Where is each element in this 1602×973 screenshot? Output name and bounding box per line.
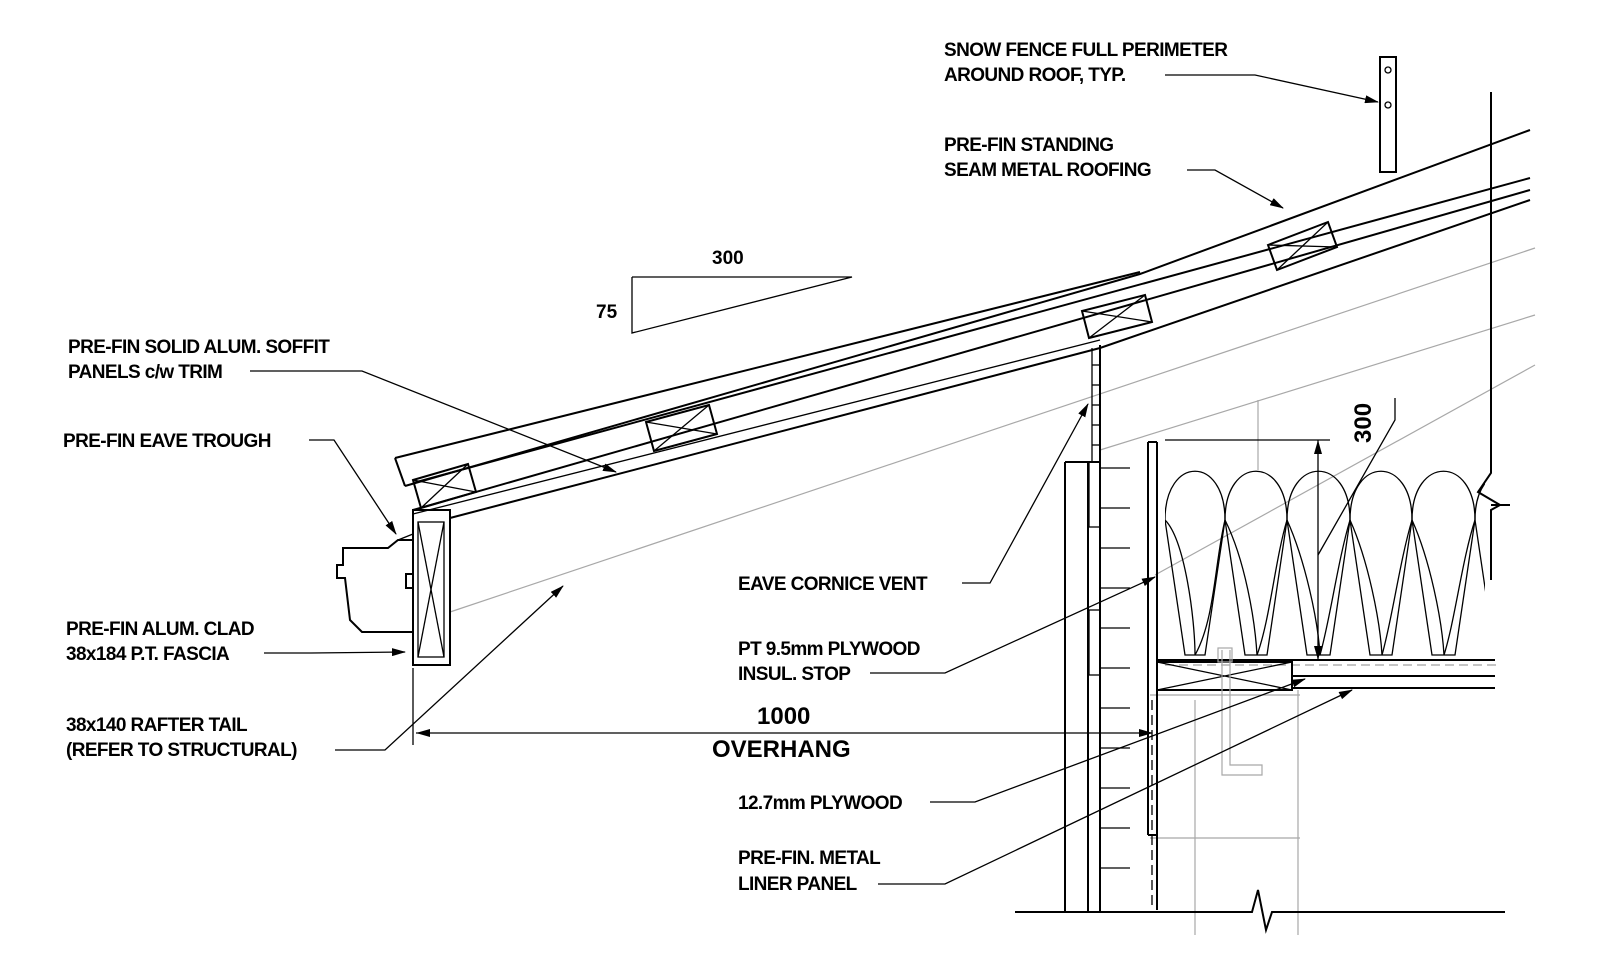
heel-height: 300 xyxy=(1350,403,1377,443)
purlin xyxy=(1080,293,1154,340)
eave-cornice-vent xyxy=(1092,364,1100,446)
soffit-panel xyxy=(449,347,1101,519)
slope-rise: 75 xyxy=(596,302,618,323)
slope-indicator: 300 75 xyxy=(596,248,853,334)
rafter-label-line1: 38x140 RAFTER TAIL xyxy=(66,715,248,736)
heel-dimension: 300 xyxy=(1165,403,1377,660)
overhang-dimension: 1000 OVERHANG xyxy=(416,703,1153,763)
roofing-label-line1: PRE-FIN STANDING xyxy=(944,135,1114,156)
overhang-label: OVERHANG xyxy=(712,736,851,763)
insul-stop-label-line1: PT 9.5mm PLYWOOD xyxy=(738,639,920,660)
rafter-label-line2: (REFER TO STRUCTURAL) xyxy=(66,740,297,761)
roof-assembly xyxy=(394,129,1531,519)
roofing-label-line2: SEAM METAL ROOFING xyxy=(944,160,1151,181)
snow-fence xyxy=(1379,56,1397,173)
cornice-vent-label: EAVE CORNICE VENT xyxy=(738,574,928,595)
siding xyxy=(1100,467,1130,869)
fascia xyxy=(412,509,451,745)
metal-roofing xyxy=(404,129,1531,487)
purlin xyxy=(411,462,478,510)
ceiling-assembly xyxy=(1156,647,1495,776)
eave-trough-label: PRE-FIN EAVE TROUGH xyxy=(63,431,271,452)
purlin xyxy=(644,403,719,453)
batt-insulation xyxy=(1165,470,1485,656)
wall-assembly xyxy=(1064,345,1158,912)
liner-panel-label-line1: PRE-FIN. METAL xyxy=(738,848,881,869)
snow-fence-label-line1: SNOW FENCE FULL PERIMETER xyxy=(944,40,1228,61)
insul-stop-label-line2: INSUL. STOP xyxy=(738,664,851,685)
soffit-label-line1: PRE-FIN SOLID ALUM. SOFFIT xyxy=(68,337,330,358)
eave-trough xyxy=(336,533,414,633)
reference-lines xyxy=(449,247,1536,935)
purlin xyxy=(1266,220,1339,272)
fascia-label-line1: PRE-FIN ALUM. CLAD xyxy=(66,619,254,640)
overhang-value: 1000 xyxy=(757,703,810,730)
break-lines xyxy=(1015,92,1510,934)
callout-labels: SNOW FENCE FULL PERIMETER AROUND ROOF, T… xyxy=(63,40,1229,895)
snow-fence-label-line2: AROUND ROOF, TYP. xyxy=(944,65,1126,86)
liner-panel-label-line2: LINER PANEL xyxy=(738,874,858,895)
slope-run: 300 xyxy=(712,248,744,269)
fascia-label-line2: 38x184 P.T. FASCIA xyxy=(66,644,230,665)
soffit-label-line2: PANELS c/w TRIM xyxy=(68,362,222,383)
plywood-label: 12.7mm PLYWOOD xyxy=(738,793,902,814)
leaders xyxy=(250,74,1396,885)
